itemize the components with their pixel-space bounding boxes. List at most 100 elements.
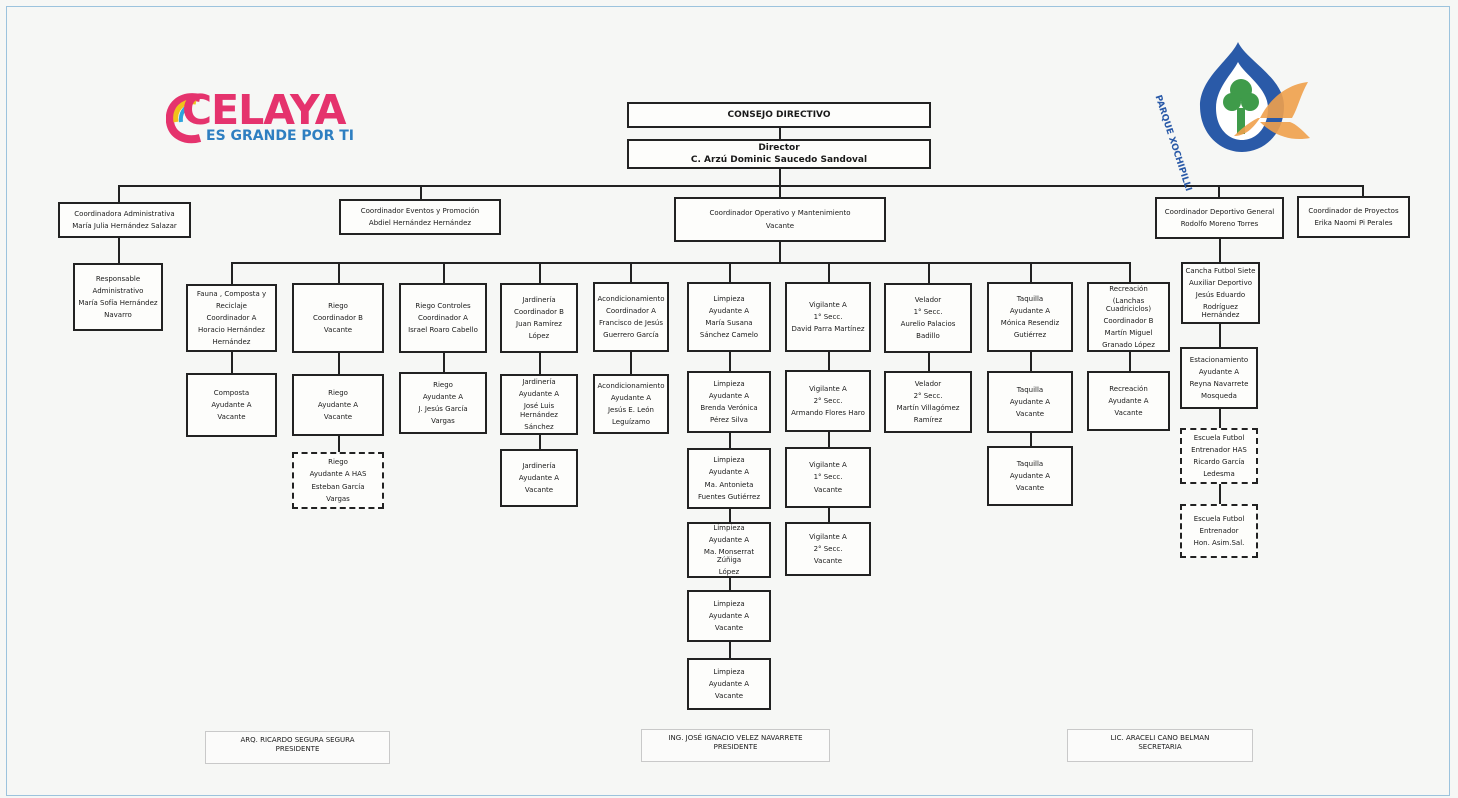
connector-segment [828,508,830,522]
riego2-line-3: Vacante [323,413,353,422]
riego2-line-2: Ayudante A [317,400,359,409]
connector-segment [729,578,731,590]
coord-operativo-line-2: Vacante [765,221,795,230]
xochipilli-logo-mark [1200,42,1310,152]
connector-segment [779,185,781,197]
riego-ctl1-line-3: Israel Roaro Cabello [408,326,478,335]
limp6-line-3: Vacante [714,692,744,701]
recre1-line-2: (Lanchas Cuadriciclos) [1105,296,1152,313]
connector-segment [729,352,731,371]
jard2-line-4: Sánchez [524,422,554,431]
consejo-directivo-label: CONSEJO DIRECTIVO [727,109,831,120]
composta-line-2: Ayudante A [211,400,252,409]
connector-segment [338,353,340,374]
connector-segment [539,262,541,283]
director-name: C. Arzú Dominic Saucedo Sandoval [690,155,868,165]
vel1-line-2: 1° Secc. [913,307,943,316]
xochipilli-logo: PARQUE XOCHIPILLI [1152,38,1335,193]
recre1-line-5: Granado López [1102,341,1155,350]
jard2-line-2: Ayudante A [518,390,560,399]
estac-line-4: Mosqueda [1201,392,1237,401]
riego-ctl1-line-1: Riego Controles [415,301,471,310]
riego3-line-1: Riego [328,458,348,467]
connector-segment [630,352,632,374]
signature-left-name: ARQ. RICARDO SEGURA SEGURA [240,736,355,744]
limp2-line-2: Ayudante A [708,391,750,400]
connector-segment [828,262,830,282]
fauna-line-2: Reciclaje [216,301,247,310]
taq2-line-1: Taquilla [1016,385,1044,394]
page-frame [6,6,1450,796]
connector-segment [539,435,541,449]
limp2-line-4: Pérez Silva [710,416,748,425]
coord-proyectos-line-2: Erika Naomi Pi Perales [1314,219,1393,227]
limp4-line-1: Limpieza [713,523,745,532]
vel2-line-1: Velador [914,379,942,388]
jard3-line-3: Vacante [524,486,554,495]
connector-segment [779,242,781,262]
limp2-line-1: Limpieza [713,379,745,388]
celaya-logo-mark [165,93,202,144]
limp4-line-4: López [718,568,740,577]
jard1-line-2: Coordinador B [514,307,564,316]
taq2-line-2: Ayudante A [1009,397,1051,406]
connector-segment [1219,409,1221,428]
recre1-line-4: Martín Miguel [1104,329,1153,338]
cancha-line-1: Cancha Futbol Siete [1185,266,1256,275]
vel1-line-4: Badillo [916,332,940,341]
vel2-line-2: 2° Secc. [913,391,943,400]
coord-admin-line-2: María Julia Hernández Salazar [72,222,177,230]
connector-segment [779,128,781,139]
escuela1-line-4: Ledesma [1203,470,1235,479]
composta-line-1: Composta [213,388,250,397]
connector-segment [1030,352,1032,371]
vig3-line-2: 1° Secc. [813,473,843,482]
coord-deportivo-line-2: Rodolfo Moreno Torres [1180,220,1259,228]
escuela2-line-1: Escuela Futbol [1193,514,1245,523]
coord-eventos-line-2: Abdiel Hernández Hernández [368,219,472,227]
escuela1-line-2: Entrenador HAS [1191,445,1247,454]
connector-segment [729,433,731,448]
taq1-line-1: Taquilla [1016,294,1044,303]
riego3-line-3: Esteban García [311,482,365,491]
acond1-line-1: Acondicionamiento [597,294,665,303]
resp-admin-line-4: Navarro [104,311,132,320]
connector-segment [338,436,340,452]
cancha-line-2: Auxiliar Deportivo [1188,278,1252,287]
connector-segment [1219,324,1221,347]
consejo-directivo-box: CONSEJO DIRECTIVO [627,102,931,128]
riego1-line-3: Vacante [323,326,353,335]
jard3-line-2: Ayudante A [518,473,560,482]
jard2-line-1: Jardinería [522,378,556,387]
resp-admin-line-3: María Sofía Hernández [78,299,158,307]
riego3-line-4: Vargas [326,494,350,503]
limp1-line-2: Ayudante A [708,306,750,315]
fauna-line-3: Coordinador A [206,313,257,322]
limp4-line-3: Ma. Monserrat Zúñiga [703,547,755,565]
limp1-line-4: Sánchez Camelo [699,331,759,340]
limp5-line-3: Vacante [714,624,744,633]
connector-segment [1129,262,1131,282]
coord-admin-line-1: Coordinadora Administrativa [74,209,175,218]
vig4-line-3: Vacante [813,557,843,566]
acond2-line-2: Ayudante A [610,393,652,402]
connector-segment [729,642,731,658]
